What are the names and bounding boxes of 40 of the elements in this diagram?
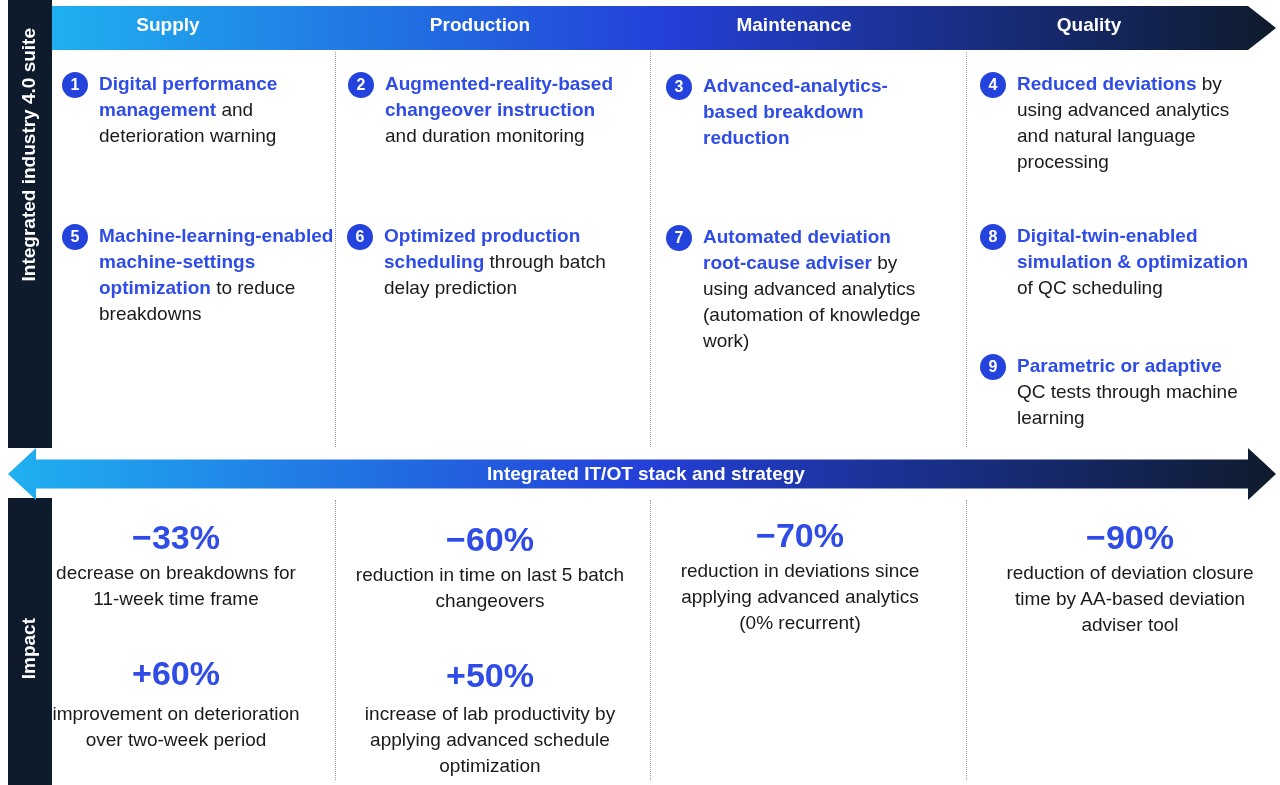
use-case-text: Augmented-reality-based changeover instruction and duration monitoring (385, 72, 615, 148)
impact-figure: −70% (756, 516, 844, 555)
column-heading: Production (429, 14, 531, 36)
side-band (8, 0, 52, 448)
use-case-text: Digital performance management and deterioration warning (99, 72, 279, 148)
double-arrow (8, 448, 1276, 500)
column-heading: Supply (136, 14, 200, 36)
impact-description: decrease on breakdowns for 11-week time frame (55, 561, 297, 611)
use-case-text: Parametric or adaptive QC tests through machine learning (1017, 354, 1239, 430)
use-case-text: Automated deviation root-cause adviser by using advanced analytics (automation of knowledge work) (703, 225, 922, 353)
column-heading: Maintenance (736, 14, 852, 36)
impact-figure: +60% (132, 654, 220, 693)
impact-figure: −90% (1086, 518, 1174, 557)
number-badge: 8 (980, 224, 1006, 250)
use-case-text: Optimized production scheduling through batch delay prediction (384, 224, 607, 300)
band-label: Impact (18, 618, 40, 680)
number-badge: 6 (347, 224, 373, 250)
impact-description: reduction of deviation closure time by AA-based deviation adviser tool (1005, 561, 1255, 637)
number-badge: 5 (62, 224, 88, 250)
number-badge: 1 (62, 72, 88, 98)
number-badge: 4 (980, 72, 1006, 98)
use-case-text: Digital-twin-enabled simulation & optimization of QC scheduling (1017, 224, 1250, 300)
impact-description: reduction in deviations since applying advanced analytics (0% recurrent) (679, 559, 921, 635)
impact-figure: −33% (132, 518, 220, 557)
impact-description: reduction in time on last 5 batch changeovers (355, 563, 625, 613)
use-case-text: Reduced deviations by using advanced analytics and natural language processing (1017, 72, 1231, 174)
number-badge: 7 (666, 225, 692, 251)
impact-figure: −60% (446, 520, 534, 559)
use-case-text: Advanced-analytics-based breakdown reduction (703, 74, 889, 150)
impact-description: increase of lab productivity by applying advanced schedule optimization (363, 702, 617, 778)
number-badge: 3 (666, 74, 692, 100)
use-case-text: Machine-learning-enabled machine-settings optimization to reduce breakdowns (99, 224, 335, 326)
band-label: Integrated industry 4.0 suite (18, 28, 40, 282)
impact-description: improvement on deterioration over two-week period (51, 702, 301, 752)
arrow-label: Integrated IT/OT stack and strategy (487, 463, 805, 485)
column-heading: Quality (1056, 14, 1122, 36)
side-band (8, 498, 52, 785)
number-badge: 9 (980, 354, 1006, 380)
number-badge: 2 (348, 72, 374, 98)
impact-figure: +50% (446, 656, 534, 695)
